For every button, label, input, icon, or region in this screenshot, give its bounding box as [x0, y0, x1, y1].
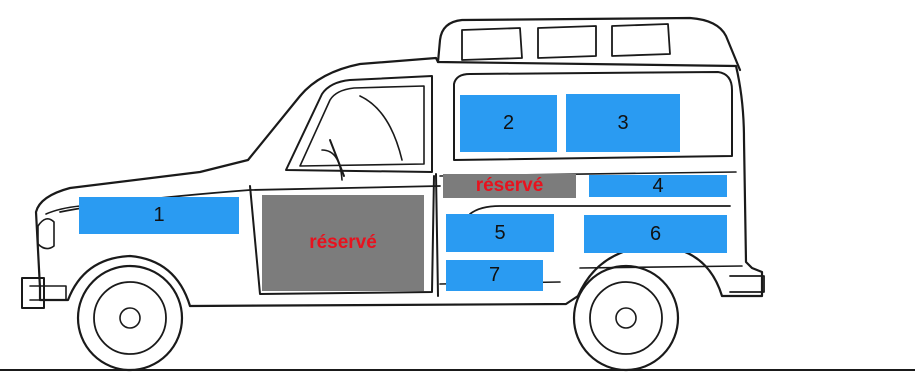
- zone-5[interactable]: 5: [446, 214, 554, 252]
- zone-5-label: 5: [494, 222, 505, 245]
- rear-wheel: [574, 266, 678, 370]
- zone-4-label: 4: [652, 175, 663, 198]
- zone-3[interactable]: 3: [566, 94, 680, 152]
- zone-1[interactable]: 1: [79, 197, 239, 234]
- zone-7[interactable]: 7: [446, 260, 543, 291]
- zone-2[interactable]: 2: [460, 95, 557, 152]
- zone-3-label: 3: [617, 112, 628, 135]
- zone-6[interactable]: 6: [584, 215, 727, 253]
- zone-1-label: 1: [153, 204, 164, 227]
- reserved-zone-door: réservé: [262, 195, 424, 291]
- zone-4[interactable]: 4: [589, 175, 727, 197]
- zone-2-label: 2: [503, 112, 514, 135]
- zone-6-label: 6: [650, 223, 661, 246]
- reserved-zone-rear-strip-label: réservé: [476, 175, 544, 197]
- reserved-zone-door-label: réservé: [309, 232, 377, 254]
- zone-7-label: 7: [489, 264, 500, 287]
- reserved-zone-rear-strip: réservé: [443, 174, 576, 198]
- front-wheel: [78, 266, 182, 370]
